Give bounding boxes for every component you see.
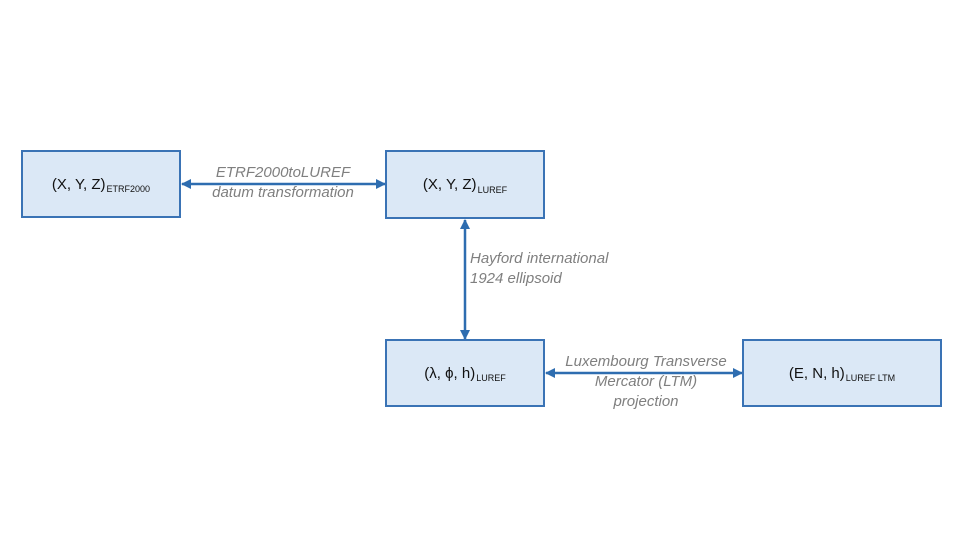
node-etrf2000-xyz: (X, Y, Z)ETRF2000: [21, 150, 181, 218]
label-datum-line1: ETRF2000toLUREF: [215, 164, 351, 181]
node-luref-geo-sub: LUREF: [476, 373, 506, 383]
label-projection-line2: Mercator (LTM): [594, 373, 698, 390]
label-ellipsoid: Hayford international 1924 ellipsoid: [470, 249, 608, 289]
node-luref-xyz-main: (X, Y, Z): [422, 176, 477, 193]
label-projection-line1: Luxembourg Transverse: [565, 353, 727, 370]
node-luref-ltm: (E, N, h)LUREF LTM: [742, 339, 942, 407]
node-luref-xyz-sub: LUREF: [477, 184, 508, 195]
label-ellipsoid-line1: Hayford international: [470, 250, 609, 267]
node-luref-xyz: (X, Y, Z)LUREF: [385, 150, 545, 219]
label-ellipsoid-line2: 1924 ellipsoid: [470, 270, 562, 287]
label-datum-transformation: ETRF2000toLUREF datum transformation: [183, 163, 383, 203]
label-ltm-projection: Luxembourg Transverse Mercator (LTM) pro…: [546, 352, 746, 412]
node-luref-geographic: (λ, ϕ, h)LUREF: [385, 339, 545, 407]
node-luref-ltm-sub: LUREF LTM: [845, 373, 896, 383]
node-etrf2000-sub: ETRF2000: [106, 184, 151, 194]
node-luref-geo-main: (λ, ϕ, h): [424, 364, 476, 382]
label-projection-line3: projection: [613, 393, 679, 410]
node-luref-ltm-main: (E, N, h): [788, 364, 845, 382]
label-datum-line2: datum transformation: [212, 184, 354, 201]
node-etrf2000-main: (X, Y, Z): [51, 175, 106, 193]
